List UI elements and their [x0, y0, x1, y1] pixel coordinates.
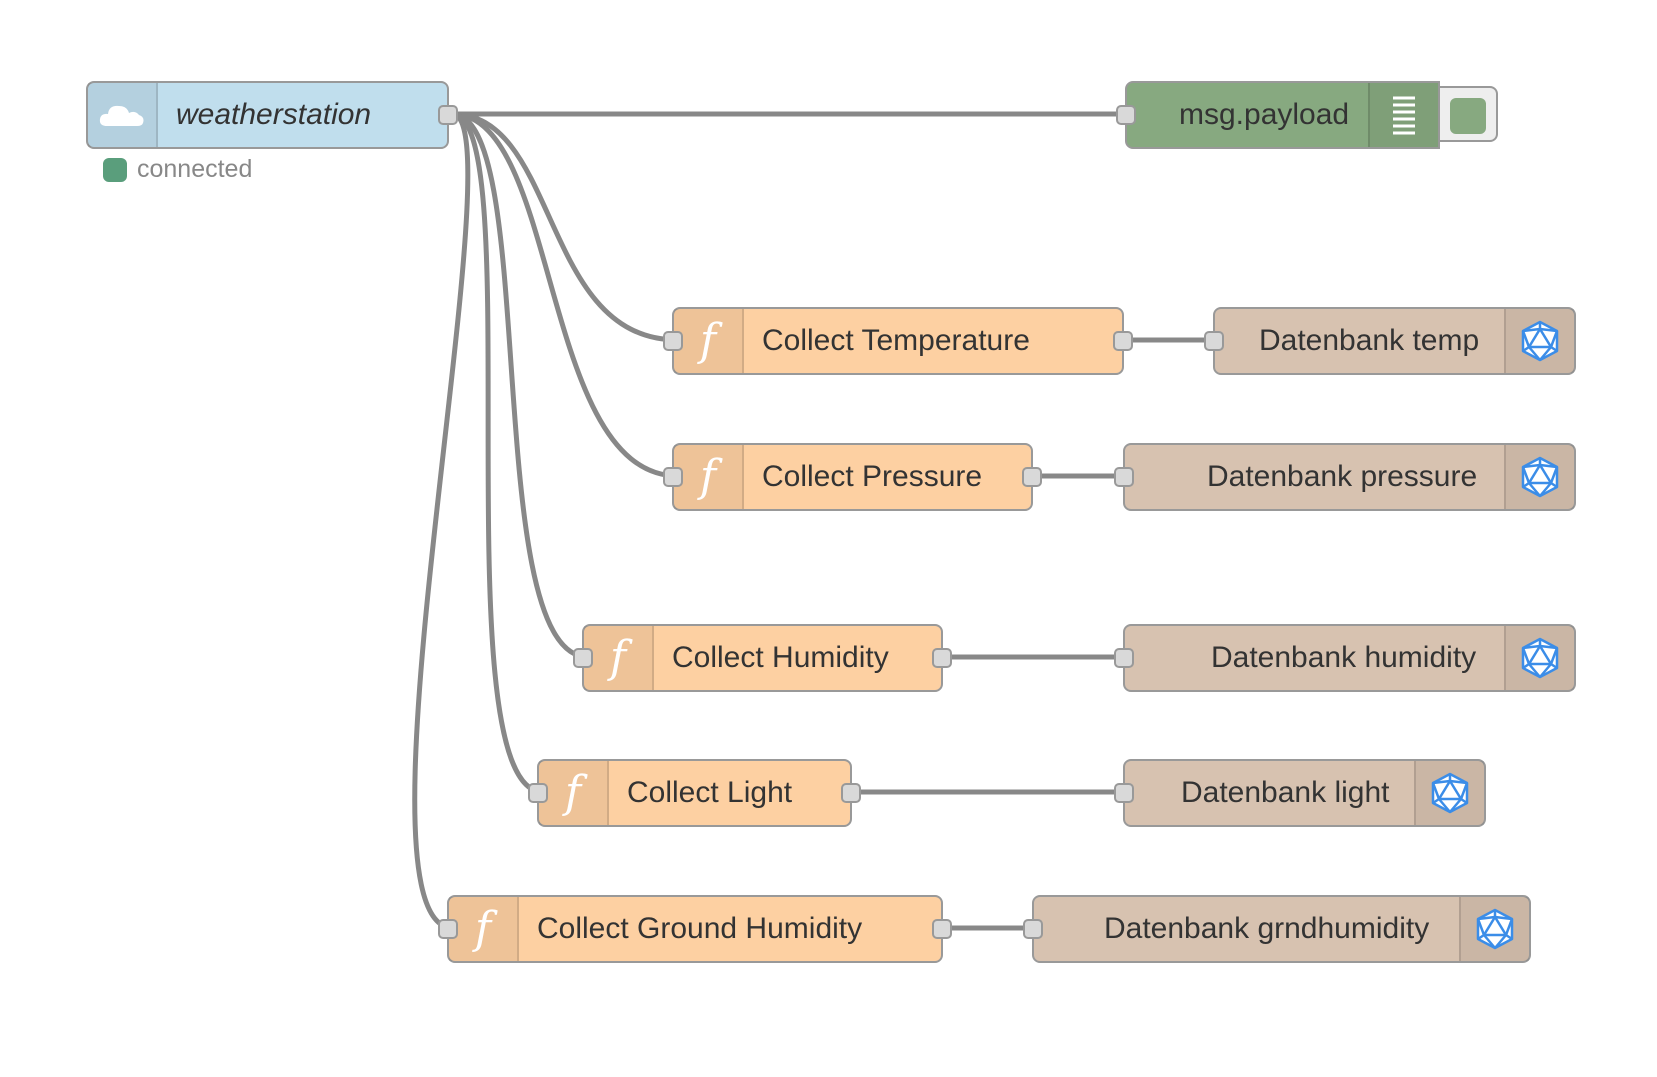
- function-icon: f: [449, 897, 519, 961]
- database-node-label: Datenbank pressure: [1207, 460, 1478, 493]
- debug-toggle-button[interactable]: [1440, 86, 1498, 142]
- input-port[interactable]: [1114, 467, 1134, 487]
- function-node-humidity[interactable]: f Collect Humidity: [573, 624, 952, 692]
- wire-mqtt-pressure: [451, 111, 679, 479]
- status-text: connected: [137, 155, 253, 183]
- wire-mqtt-temp: [451, 111, 679, 343]
- database-node-pressure[interactable]: Datenbank pressure: [1114, 443, 1576, 511]
- status-dot-icon: [103, 157, 127, 182]
- database-node-label: Datenbank temp: [1259, 324, 1480, 357]
- database-node-label: Datenbank light: [1181, 776, 1390, 809]
- database-icon: [1459, 897, 1529, 961]
- function-node-pressure[interactable]: f Collect Pressure: [663, 443, 1042, 511]
- function-node-label: Collect Humidity: [672, 641, 889, 674]
- function-icon: f: [539, 761, 609, 825]
- function-node-label: Collect Temperature: [762, 324, 1030, 357]
- input-port[interactable]: [1114, 648, 1134, 668]
- function-icon: f: [674, 445, 744, 509]
- input-port[interactable]: [1023, 919, 1043, 939]
- function-icon: f: [584, 626, 654, 690]
- database-node-temp[interactable]: Datenbank temp: [1204, 307, 1576, 375]
- mqtt-node-label: weatherstation: [176, 98, 372, 131]
- function-node-label: Collect Pressure: [762, 460, 983, 493]
- mqtt-status: connected: [103, 155, 252, 184]
- output-port[interactable]: [932, 648, 952, 668]
- debug-node-label: msg.payload: [1179, 98, 1350, 131]
- wire-mqtt-humidity: [451, 111, 589, 660]
- input-port[interactable]: [1204, 331, 1224, 351]
- wire-mqtt-light: [451, 111, 544, 795]
- function-icon: f: [674, 309, 744, 373]
- output-port[interactable]: [1113, 331, 1133, 351]
- cloud-icon: [88, 83, 158, 147]
- function-node-label: Collect Light: [627, 776, 793, 809]
- input-port[interactable]: [573, 648, 593, 668]
- function-node-label: Collect Ground Humidity: [537, 912, 863, 945]
- input-port[interactable]: [1116, 105, 1136, 125]
- database-icon: [1504, 309, 1574, 373]
- input-port[interactable]: [438, 919, 458, 939]
- database-icon: [1504, 626, 1574, 690]
- function-node-temperature[interactable]: f Collect Temperature: [663, 307, 1133, 375]
- input-port[interactable]: [663, 467, 683, 487]
- mqtt-node-weatherstation[interactable]: weatherstation: [86, 81, 458, 149]
- output-port[interactable]: [932, 919, 952, 939]
- debug-node-msg-payload[interactable]: msg.payload: [1116, 81, 1440, 149]
- input-port[interactable]: [528, 783, 548, 803]
- output-port[interactable]: [841, 783, 861, 803]
- database-node-label: Datenbank humidity: [1211, 641, 1477, 674]
- input-port[interactable]: [663, 331, 683, 351]
- function-node-ground-humidity[interactable]: f Collect Ground Humidity: [438, 895, 952, 963]
- database-node-humidity[interactable]: Datenbank humidity: [1114, 624, 1576, 692]
- wire-mqtt-ground: [412, 111, 471, 931]
- database-node-label: Datenbank grndhumidity: [1104, 912, 1430, 945]
- list-icon: [1368, 83, 1438, 147]
- output-port[interactable]: [438, 105, 458, 125]
- output-port[interactable]: [1022, 467, 1042, 487]
- debug-toggle-indicator: [1450, 98, 1486, 134]
- function-node-light[interactable]: f Collect Light: [528, 759, 861, 827]
- database-icon: [1504, 445, 1574, 509]
- database-icon: [1414, 761, 1484, 825]
- input-port[interactable]: [1114, 783, 1134, 803]
- database-node-light[interactable]: Datenbank light: [1114, 759, 1486, 827]
- database-node-grndhumidity[interactable]: Datenbank grndhumidity: [1023, 895, 1531, 963]
